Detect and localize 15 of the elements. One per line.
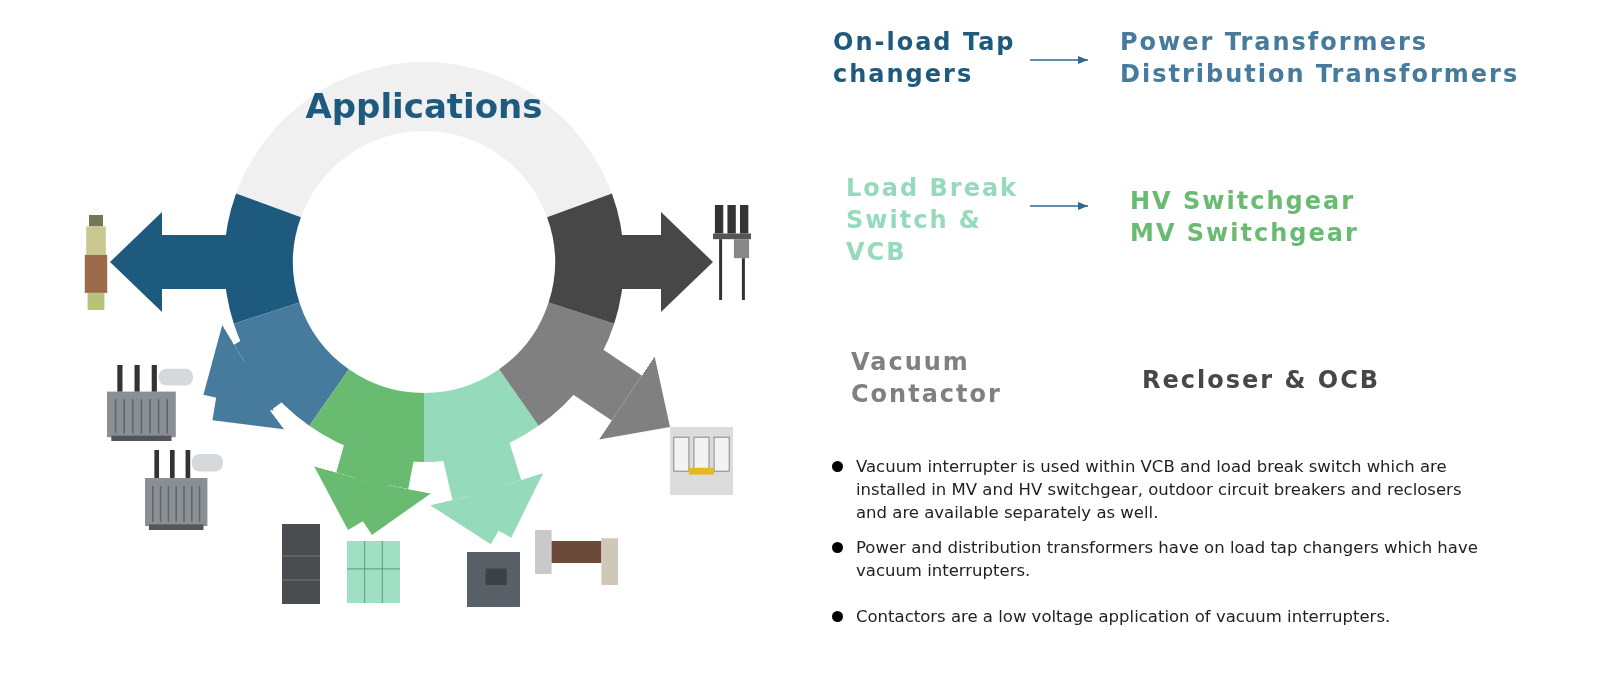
application-text: HV Switchgear	[1130, 186, 1356, 217]
component-heading: Load Break Switch & VCB	[846, 173, 1020, 268]
application-text: Recloser & OCB	[1142, 365, 1381, 396]
bullet-note: Contactors are a low voltage application of vacuum interrupters.	[832, 605, 1496, 628]
arrow	[1029, 202, 1089, 210]
ring-title: Applications	[304, 86, 544, 126]
bullet-note: Vacuum interrupter is used within VCB and load break switch which are installed in MV and HV switchgear, outdoor circuit breakers and reclosers and are available separately as well.	[832, 455, 1496, 524]
application-text: MV Switchgear	[1130, 218, 1359, 249]
bullet-note: Power and distribution transformers have on load tap changers which have vacuum interrupters.	[832, 536, 1496, 582]
application-text: Power Transformers	[1120, 27, 1430, 58]
component-heading: Vacuum Contactor	[851, 347, 1003, 410]
block-arrow	[203, 325, 274, 411]
arrow	[1029, 56, 1089, 64]
component-heading: On-load Tap changers	[833, 27, 1017, 90]
application-text: Distribution Transformers	[1120, 59, 1520, 90]
